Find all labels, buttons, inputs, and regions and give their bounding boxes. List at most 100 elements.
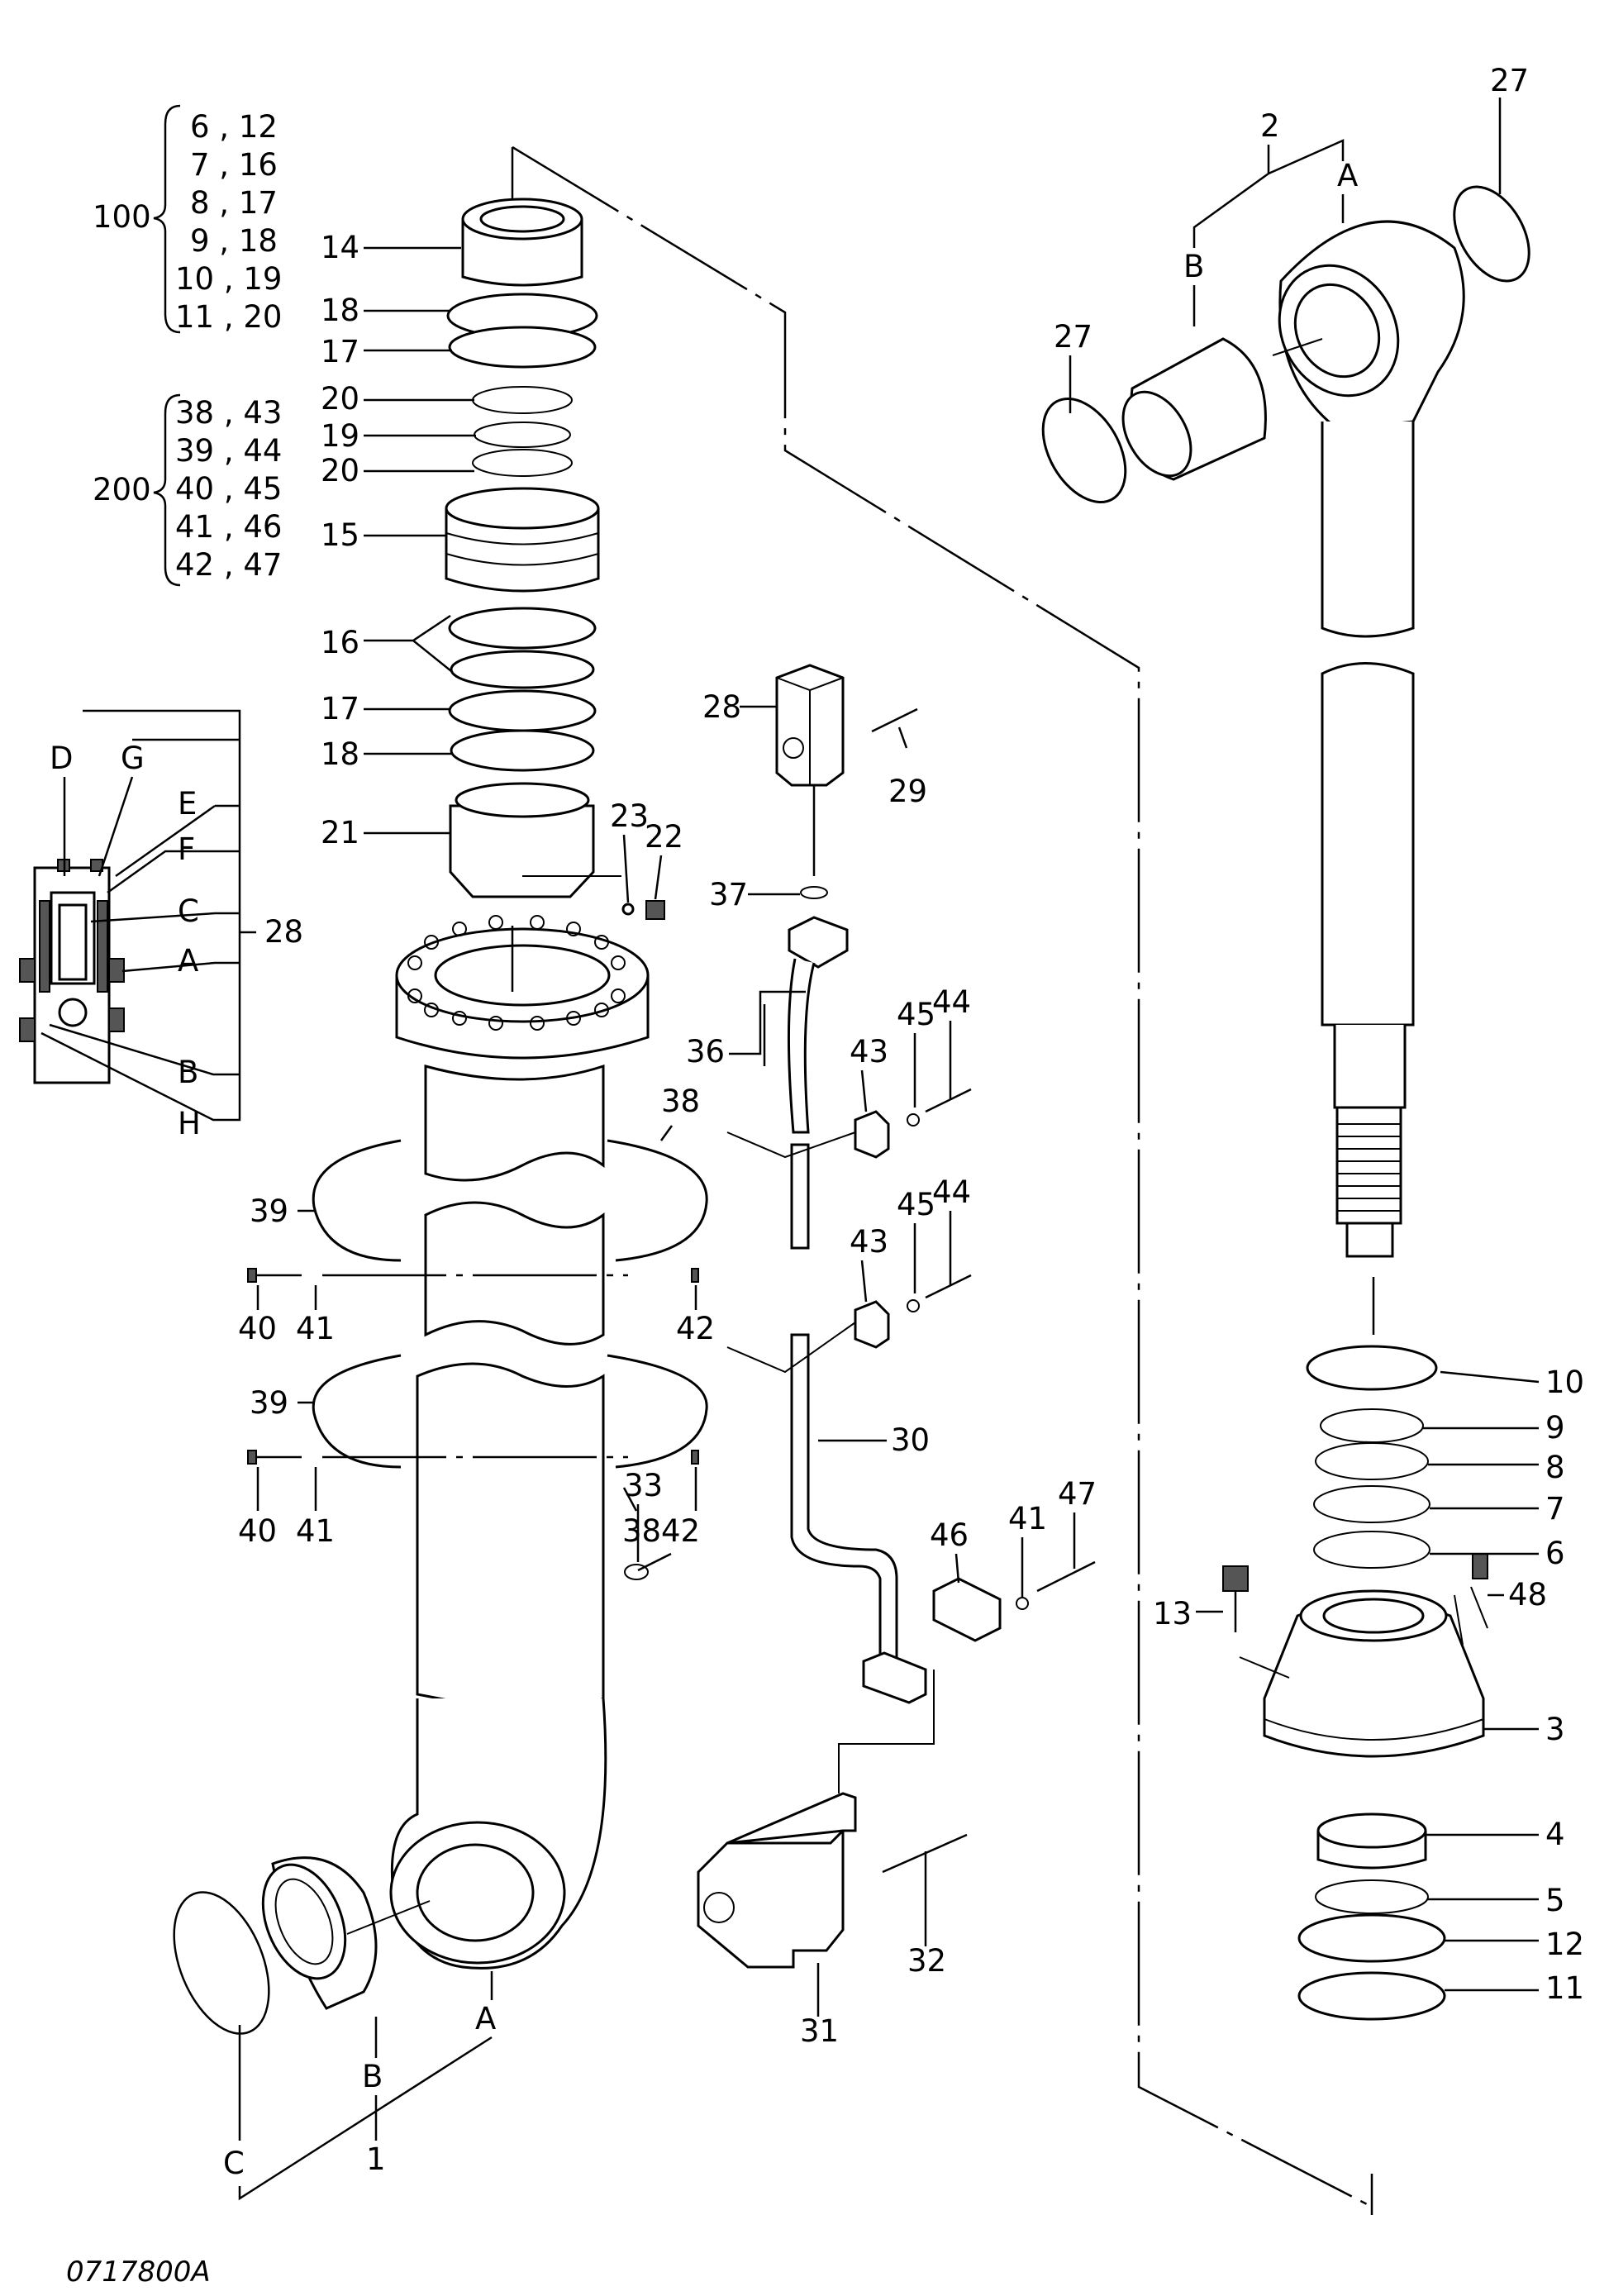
kit-200-row: 38 , 43 bbox=[175, 395, 282, 431]
pipe-to-valve-link bbox=[838, 1670, 935, 1793]
letter-F: F bbox=[178, 831, 195, 867]
part-19-ring bbox=[474, 422, 571, 448]
part-6-ring bbox=[1313, 1531, 1430, 1569]
head-seal-stack bbox=[445, 198, 665, 920]
rod-eye-leaders bbox=[238, 1971, 493, 2201]
part-41-washer bbox=[1016, 1597, 1029, 1610]
clamp-to-pipe-links bbox=[726, 1131, 856, 1374]
part-44-bolt bbox=[925, 1274, 972, 1299]
part-label-13: 13 bbox=[1153, 1596, 1192, 1631]
part-43-clamp bbox=[854, 1300, 890, 1349]
part-30-pipe bbox=[790, 1333, 898, 1684]
kit-200-row: 42 , 47 bbox=[175, 547, 282, 583]
rod-eye-bore bbox=[1293, 283, 1381, 379]
part-label-18: 18 bbox=[321, 293, 359, 328]
part-15-piston bbox=[445, 508, 600, 593]
kit-100-row: 7 , 16 bbox=[190, 147, 278, 183]
part-label-4: 4 bbox=[1545, 1817, 1565, 1852]
valve-check-ball bbox=[58, 998, 88, 1027]
part-43-clamp bbox=[854, 1110, 890, 1159]
part-label-18: 18 bbox=[321, 736, 359, 772]
kit-100-row: 9 , 18 bbox=[190, 223, 278, 259]
part-14-bushing-bore bbox=[479, 205, 565, 233]
part-label-20: 20 bbox=[321, 453, 359, 488]
piston-stack bbox=[1222, 1345, 1488, 2021]
part-label-21: 21 bbox=[321, 815, 359, 850]
part-label-14: 14 bbox=[321, 230, 359, 265]
part-31-port bbox=[703, 1892, 735, 1923]
part-13-bolt-head bbox=[1222, 1565, 1249, 1592]
part-10-ring bbox=[1306, 1345, 1438, 1391]
part-3-piston-bore bbox=[1322, 1598, 1425, 1634]
kit-100-group: 100 6 , 12 7 , 16 8 , 17 9 , 18 10 , 19 … bbox=[93, 104, 282, 335]
valve-callouts: D G E F C A B H 28 bbox=[40, 709, 303, 1141]
part-label-27: 27 bbox=[1490, 63, 1529, 98]
kit-100-row: 10 , 19 bbox=[175, 261, 282, 297]
part-label-39: 39 bbox=[250, 1193, 288, 1229]
part-label-44: 44 bbox=[932, 984, 971, 1020]
valve-port bbox=[108, 958, 125, 983]
part-B-bushing-bore bbox=[274, 1878, 334, 1965]
part-31-valve bbox=[697, 1827, 845, 1969]
letter-A: A bbox=[1337, 158, 1358, 193]
part-label-42: 42 bbox=[661, 1513, 700, 1549]
part-label-33: 33 bbox=[624, 1468, 663, 1503]
part-label-28: 28 bbox=[702, 689, 741, 725]
valve-cross-section bbox=[19, 859, 125, 1084]
letter-G: G bbox=[121, 741, 145, 776]
part-C-snap-ring bbox=[173, 1891, 270, 2035]
valve-spool bbox=[58, 903, 88, 981]
part-27-seal bbox=[1041, 397, 1127, 504]
valve-port bbox=[19, 1017, 36, 1042]
part-3-piston-band bbox=[1264, 1718, 1484, 1741]
rod-tip bbox=[1345, 1222, 1394, 1258]
part-label-20: 20 bbox=[321, 381, 359, 417]
part-42-nut bbox=[691, 1268, 699, 1283]
part-28-valve-edges bbox=[776, 677, 844, 785]
letter-E: E bbox=[178, 786, 197, 822]
part-label-28: 28 bbox=[264, 914, 303, 950]
part-label-32: 32 bbox=[907, 1943, 946, 1979]
part-label-38: 38 bbox=[622, 1513, 661, 1549]
rod-eye-axis bbox=[1272, 338, 1323, 356]
kit-200-row: 39 , 44 bbox=[175, 433, 282, 469]
part-31-valve-top bbox=[726, 1792, 857, 1845]
part-label-22: 22 bbox=[645, 819, 683, 855]
part-40-bolt-head bbox=[247, 1450, 257, 1465]
part-label-40: 40 bbox=[238, 1311, 277, 1346]
rod-eye-bushing-group bbox=[173, 1856, 431, 2035]
kit-200-row: 40 , 45 bbox=[175, 471, 282, 507]
valve-shading bbox=[39, 900, 50, 993]
letter-D: D bbox=[50, 741, 74, 776]
part-17-ring bbox=[448, 326, 597, 369]
part-label-39: 39 bbox=[250, 1385, 288, 1421]
part-11-ring bbox=[1297, 1971, 1446, 2021]
part-B-bushing-face bbox=[1121, 390, 1192, 478]
part-46-clamp bbox=[932, 1577, 1002, 1642]
part-label-41: 41 bbox=[296, 1513, 335, 1549]
kit-100-label: 100 bbox=[93, 199, 151, 235]
barrel-flange-bore bbox=[434, 944, 611, 1007]
part-label-29: 29 bbox=[888, 774, 927, 809]
part-39-band-left bbox=[312, 1354, 402, 1469]
part-label-5: 5 bbox=[1545, 1883, 1565, 1918]
pipe-upper bbox=[787, 958, 816, 1134]
barrel-tube-bottom bbox=[416, 1362, 605, 1715]
rod-leaders bbox=[1069, 98, 1540, 1992]
piston-rod-assembly bbox=[1041, 185, 1530, 1335]
rod-lower bbox=[1321, 662, 1415, 1027]
part-label-10: 10 bbox=[1545, 1365, 1584, 1400]
part-9-ring bbox=[1320, 1408, 1424, 1443]
part-12-ring bbox=[1297, 1913, 1446, 1963]
drawing-id: 0717800A bbox=[66, 2256, 211, 2289]
letter-A: A bbox=[178, 943, 198, 979]
kit-200-label: 200 bbox=[93, 472, 151, 507]
part-16-ring bbox=[448, 607, 597, 650]
part-45-washer bbox=[907, 1113, 920, 1127]
part-label-19: 19 bbox=[321, 418, 359, 454]
part-28-port bbox=[783, 737, 804, 759]
part-label-3: 3 bbox=[1545, 1712, 1565, 1747]
part-label-45: 45 bbox=[897, 1187, 935, 1222]
piping-leaders bbox=[636, 705, 1076, 2017]
